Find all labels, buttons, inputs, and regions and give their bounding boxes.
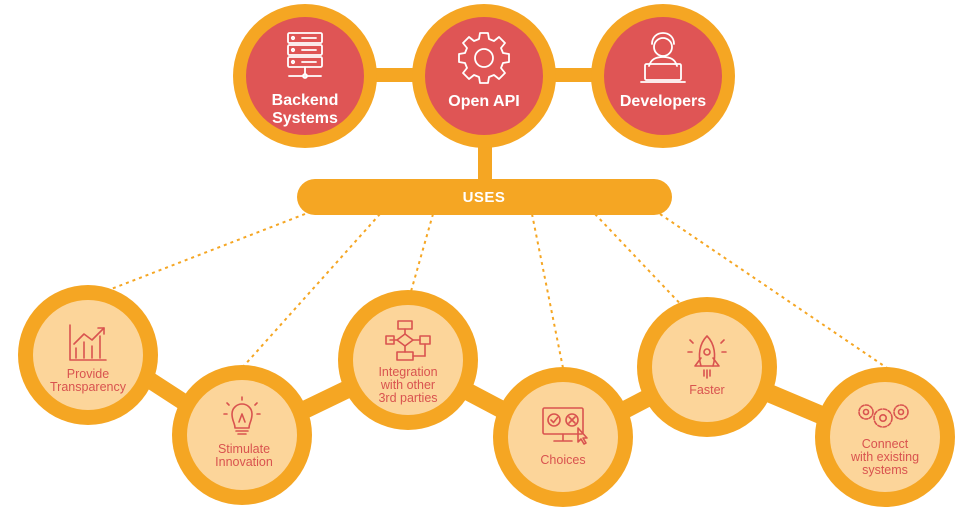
top-connector-left xyxy=(370,68,420,82)
gears-icon xyxy=(858,404,909,428)
growth-chart-icon xyxy=(69,324,107,361)
use-connect: Connect with existing systems xyxy=(850,404,919,477)
use-integration-label-2: with other xyxy=(380,378,435,392)
use-innovation-label-2: Innovation xyxy=(215,455,273,469)
use-transparency-label-2: Transparency xyxy=(50,380,127,394)
monitor-check-cross-icon xyxy=(542,407,588,445)
server-stack-icon xyxy=(287,32,323,79)
node-developers-label: Developers xyxy=(620,93,706,110)
uses-hub: USES xyxy=(297,179,672,215)
use-connect-label-1: Connect xyxy=(862,437,909,451)
connector-connect xyxy=(659,213,891,371)
uses-chain xyxy=(18,285,955,507)
use-integration-label-1: Integration xyxy=(378,365,437,379)
use-provide-transparency: Provide Transparency xyxy=(50,324,127,394)
use-core-connect xyxy=(830,382,940,492)
node-backend-label-2: Systems xyxy=(272,110,338,127)
node-backend-systems: Backend Systems xyxy=(233,4,377,148)
node-open-api: Open API xyxy=(412,4,556,148)
use-choices-label: Choices xyxy=(540,453,585,467)
use-integration-label-3: 3rd parties xyxy=(378,391,437,405)
gear-icon xyxy=(458,32,510,84)
rocket-icon xyxy=(687,335,727,379)
top-connector-right xyxy=(550,68,600,82)
node-backend-label-1: Backend xyxy=(272,92,339,109)
use-connect-label-3: systems xyxy=(862,463,908,477)
use-core-transparency xyxy=(33,300,143,410)
node-open-api-core xyxy=(425,17,543,135)
use-core-innovation xyxy=(187,380,297,490)
node-developers: Developers xyxy=(591,4,735,148)
flowchart-icon xyxy=(385,320,431,361)
lightbulb-icon xyxy=(223,396,261,435)
use-transparency-label-1: Provide xyxy=(67,367,109,381)
uses-inner xyxy=(33,300,940,492)
node-open-api-label: Open API xyxy=(448,93,519,110)
use-choices: Choices xyxy=(540,407,588,467)
developer-at-laptop-icon xyxy=(640,32,686,83)
use-integration: Integration with other 3rd parties xyxy=(378,320,438,405)
use-core-faster xyxy=(652,312,762,422)
hub-stem xyxy=(478,140,492,185)
connector-faster xyxy=(594,213,689,313)
dotted-connectors xyxy=(87,213,891,371)
use-faster-label: Faster xyxy=(689,383,724,397)
use-faster: Faster xyxy=(687,335,727,397)
connector-integration xyxy=(407,213,434,303)
connector-transparency xyxy=(87,213,306,299)
use-stimulate-innovation: Stimulate Innovation xyxy=(215,396,273,469)
uses-hub-label: USES xyxy=(463,189,506,206)
node-developers-core xyxy=(604,17,722,135)
uses-hub-bar xyxy=(297,179,672,215)
use-innovation-label-1: Stimulate xyxy=(218,442,270,456)
use-connect-label-2: with existing xyxy=(850,450,919,464)
connector-choices xyxy=(531,213,564,369)
